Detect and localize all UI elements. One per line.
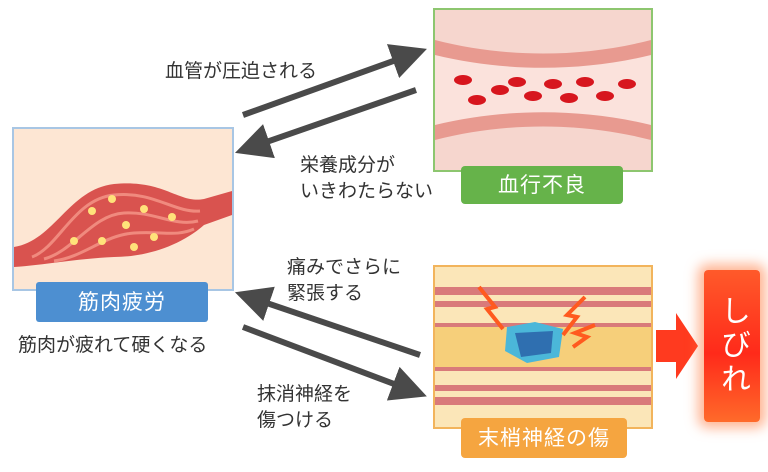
arrow-damage [241, 324, 427, 401]
numbness-label: しびれ [715, 295, 750, 397]
poor-circulation-label: 血行不良 [461, 166, 623, 204]
numbness-badge: しびれ [704, 270, 760, 422]
blood-vessel-illustration [433, 8, 653, 172]
muscle-icon [14, 183, 232, 267]
pain-caption: 痛みでさらに 緊張する [287, 256, 402, 304]
arrow-compress [241, 44, 427, 118]
muscle-illustration [12, 127, 234, 291]
compress-caption: 血管が圧迫される [165, 60, 318, 82]
nutrients-caption: 栄養成分が いきわたらない [300, 154, 434, 202]
blood-vessel-icon [435, 10, 651, 170]
arrow-nutrients [234, 87, 417, 159]
nerve-illustration [433, 265, 653, 429]
nerve-icon [435, 267, 651, 427]
muscle-caption: 筋肉が疲れて硬くなる [18, 334, 208, 356]
arrow-pain [234, 286, 421, 358]
damage-caption: 抹消神経を 傷つける [257, 383, 353, 431]
arrow-to-numbness [656, 313, 698, 379]
peripheral-nerve-damage-label: 末梢神経の傷 [461, 418, 627, 458]
muscle-fatigue-label: 筋肉疲労 [36, 282, 208, 322]
